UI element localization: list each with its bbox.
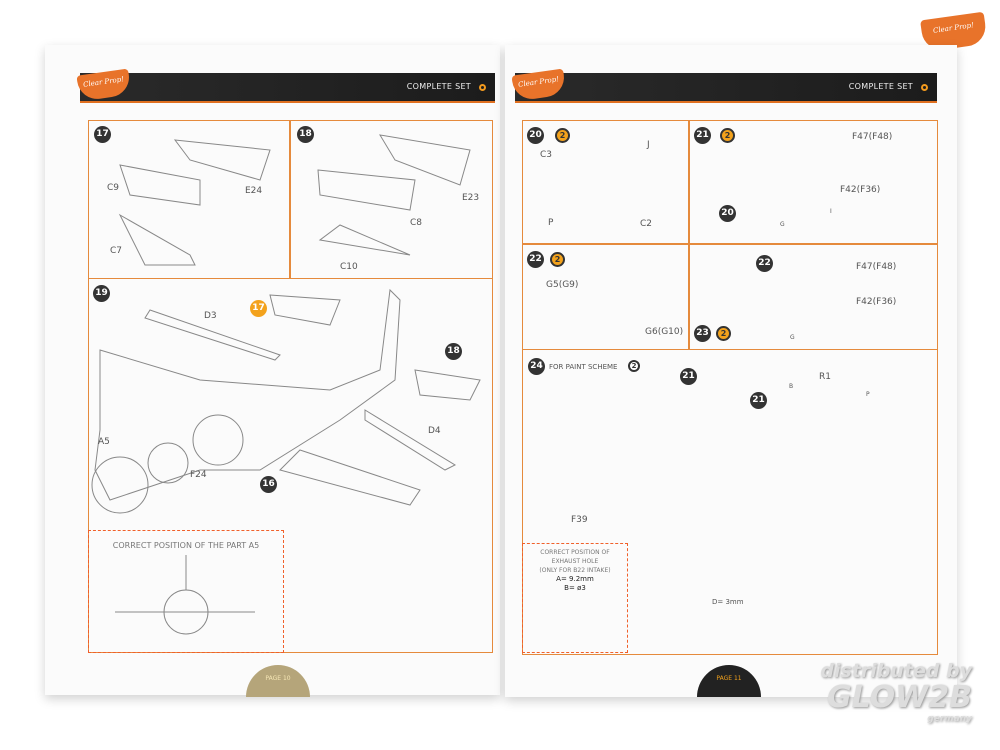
step-number: 17	[94, 126, 111, 143]
part-label: G	[780, 221, 785, 228]
part-label: E23	[462, 193, 480, 203]
step-number: 23	[694, 325, 711, 342]
part-label: P	[548, 218, 554, 228]
left-header: COMPLETE SET	[80, 73, 495, 103]
step-22-panel	[522, 244, 689, 350]
exhaust-note-panel	[522, 543, 628, 653]
step-ref: 20	[719, 205, 736, 222]
part-label: D= 3mm	[712, 598, 744, 606]
option-badge: 2	[550, 252, 565, 267]
part-label: I	[830, 208, 832, 215]
note-dimension-b: B= ø3	[564, 584, 586, 592]
part-label: C9	[107, 183, 120, 193]
part-label: F42(F36)	[856, 297, 897, 307]
part-label: C8	[410, 218, 423, 228]
part-label: F39	[571, 515, 588, 525]
step-number: 22	[527, 251, 544, 268]
part-label: F42(F36)	[840, 185, 881, 195]
exhaust-note: CORRECT POSITION OF EXHAUST HOLE (ONLY F…	[525, 548, 625, 593]
watermark-logo: GLOW2B	[826, 680, 972, 715]
header-title: COMPLETE SET	[848, 82, 913, 91]
step-number: 24	[528, 358, 545, 375]
right-header: COMPLETE SET	[515, 73, 937, 103]
part-label: D3	[204, 311, 217, 321]
option-badge: 2	[720, 128, 735, 143]
part-label: J	[647, 140, 650, 150]
step-18-panel	[290, 120, 493, 279]
header-dot-icon	[479, 84, 486, 91]
part-label: F47(F48)	[856, 262, 897, 272]
step-ref: 21	[680, 368, 697, 385]
step-ref: 21	[750, 392, 767, 409]
part-label: D4	[428, 426, 441, 436]
step-number: 21	[694, 127, 711, 144]
scheme-badge: 2	[628, 360, 640, 372]
note-a5-panel	[88, 530, 284, 653]
note-dimension-a: A= 9.2mm	[556, 575, 594, 583]
header-dot-icon	[921, 84, 928, 91]
part-label: C7	[110, 246, 123, 256]
step-ref: 18	[445, 343, 462, 360]
note-line: (ONLY FOR B22 INTAKE)	[539, 567, 611, 574]
part-label: C2	[640, 219, 653, 229]
watermark-line: germany	[927, 714, 972, 724]
step-23-panel	[689, 244, 938, 350]
left-page	[45, 45, 500, 695]
step-ref: 16	[260, 476, 277, 493]
watermark-line: distributed by	[820, 660, 972, 682]
step-21-panel	[689, 120, 938, 244]
step-ref: 17	[250, 300, 267, 317]
part-label: F24	[190, 470, 207, 480]
part-label: P	[866, 391, 870, 398]
step-number: 20	[527, 127, 544, 144]
header-title: COMPLETE SET	[406, 82, 471, 91]
step-17-panel	[88, 120, 290, 279]
part-label: R1	[819, 372, 831, 382]
part-label: A5	[98, 437, 110, 447]
scheme-label: FOR PAINT SCHEME	[549, 363, 618, 371]
note-text: CORRECT POSITION OF THE PART A5	[112, 541, 260, 550]
part-label: F47(F48)	[852, 132, 893, 142]
right-page	[505, 45, 957, 697]
part-label: G6(G10)	[645, 327, 684, 337]
option-badge: 2	[716, 326, 731, 341]
note-line: EXHAUST HOLE	[551, 558, 599, 565]
distributor-watermark: distributed by GLOW2B germany	[820, 660, 972, 725]
part-label: C10	[340, 262, 358, 272]
part-label: G	[790, 334, 795, 341]
part-label: B	[789, 383, 794, 390]
part-label: E24	[245, 186, 263, 196]
step-ref: 22	[756, 255, 773, 272]
step-number: 19	[93, 285, 110, 302]
part-label: C3	[540, 150, 553, 160]
part-label: G5(G9)	[546, 280, 579, 290]
option-badge: 2	[555, 128, 570, 143]
step-number: 18	[297, 126, 314, 143]
step-20-panel	[522, 120, 689, 244]
note-line: CORRECT POSITION OF	[540, 549, 610, 556]
